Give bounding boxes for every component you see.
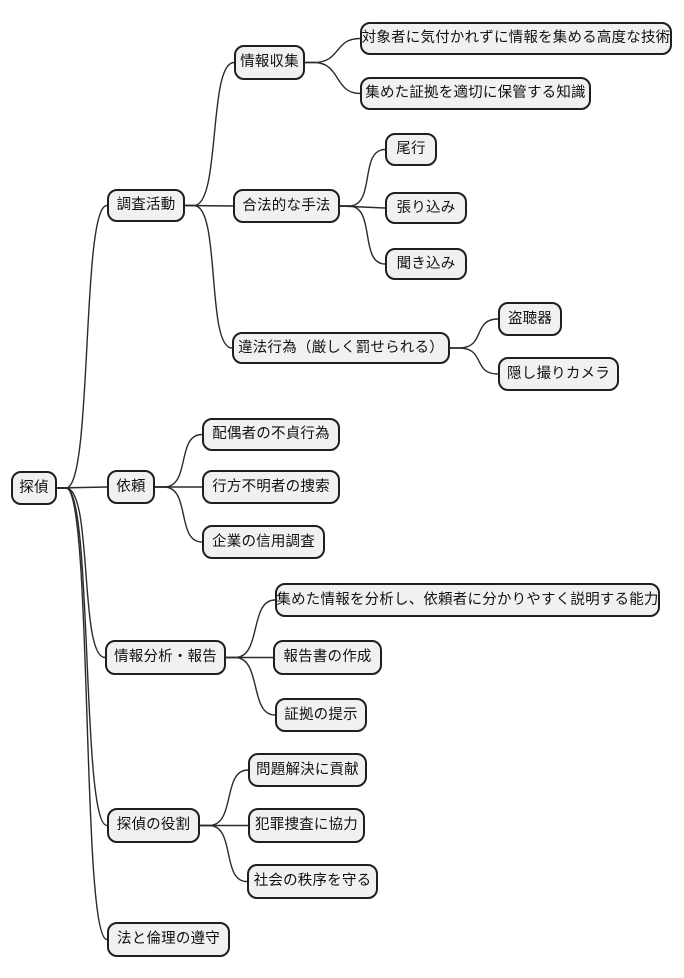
node-shouko: 証拠の提示	[275, 698, 367, 732]
node-kikikomi: 聞き込み	[385, 248, 467, 280]
node-kigyou: 企業の信用調査	[202, 525, 325, 559]
node-haigusha: 配偶者の不貞行為	[202, 418, 340, 451]
edge-tantei-chousa	[56, 204, 108, 489]
edge-yakuwari-chitsujo	[199, 824, 248, 883]
node-setsumei: 集めた情報を分析し、依頼者に分かりやすく説明する能力	[275, 583, 660, 617]
node-yakuwari: 探偵の役割	[107, 808, 200, 843]
node-houkokusho: 報告書の作成	[273, 640, 382, 675]
node-kakushidori: 隠し撮りカメラ	[498, 357, 619, 391]
node-junshu: 法と倫理の遵守	[107, 922, 230, 957]
node-gijutsu: 対象者に気付かれずに情報を集める高度な技術	[360, 22, 672, 55]
node-touchouki: 盗聴器	[498, 302, 562, 336]
node-chishiki: 集めた証拠を適切に保管する知識	[360, 77, 591, 110]
edge-chousa-jouhou	[184, 61, 235, 207]
edge-jouhou-chishiki	[304, 61, 361, 95]
edge-gouhou-kikikomi	[339, 205, 386, 265]
edge-chousa-ihou	[184, 204, 233, 349]
edge-tantei-bunseki	[56, 487, 106, 659]
node-bunseki: 情報分析・報告	[105, 640, 226, 675]
node-hanzai: 犯罪捜査に協力	[248, 808, 365, 843]
node-bikou: 尾行	[385, 133, 437, 166]
node-mondai: 問題解決に貢献	[248, 753, 367, 787]
edge-bunseki-shouko	[225, 656, 276, 716]
node-chitsujo: 社会の秩序を守る	[247, 864, 378, 899]
node-harikomi: 張り込み	[385, 192, 467, 224]
edge-ihou-kakushidori	[449, 347, 499, 375]
node-gouhou: 合法的な手法	[233, 189, 340, 223]
edge-irai-kigyou	[154, 486, 203, 543]
node-chousa: 調査活動	[107, 189, 185, 222]
node-ihou: 違法行為（厳しく罰せられる）	[232, 332, 450, 364]
root-node-tantei: 探偵	[11, 471, 57, 505]
node-yukue: 行方不明者の捜索	[202, 470, 340, 504]
node-jouhou: 情報収集	[234, 45, 305, 80]
node-irai: 依頼	[107, 470, 155, 504]
edge-tantei-yakuwari	[56, 487, 108, 827]
edge-tantei-junshu	[56, 487, 108, 941]
